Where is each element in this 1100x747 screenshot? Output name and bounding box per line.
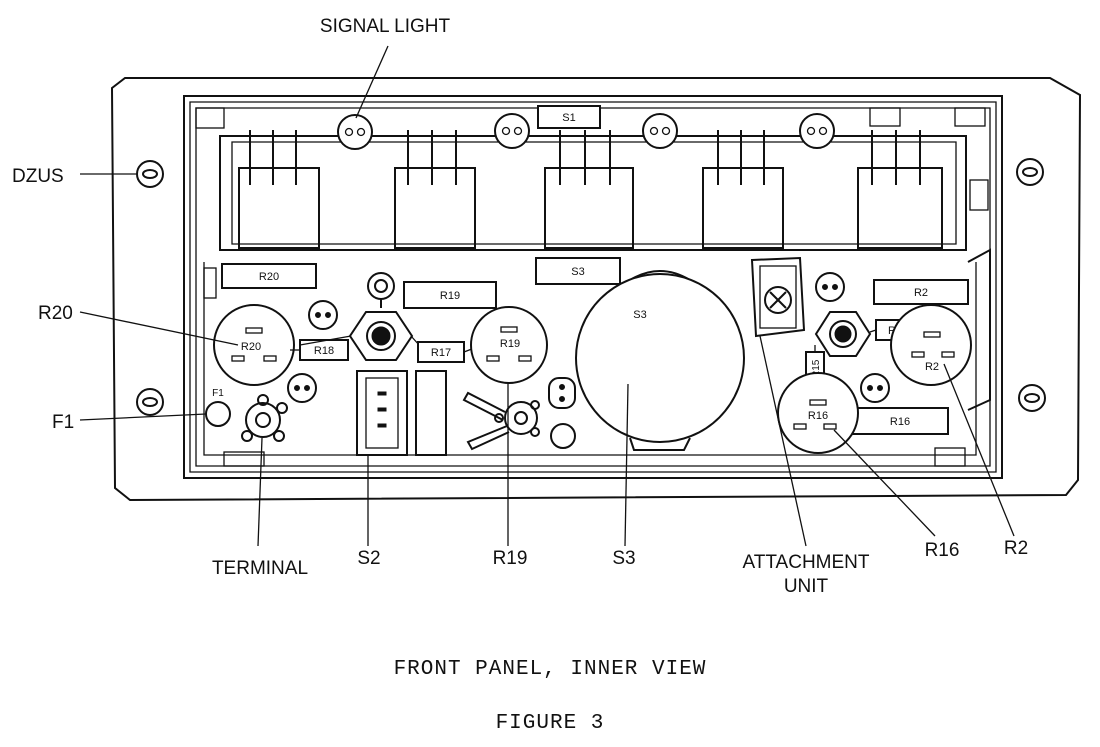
leader-s3: [624, 383, 629, 547]
r18-resistor: R18: [290, 339, 349, 361]
r16-tag: R16: [851, 407, 949, 435]
leader-r20: [79, 311, 239, 346]
twin-socket-1: [308, 300, 338, 330]
indicator-switch-blocks: [238, 130, 943, 249]
leader-terminal: [257, 437, 263, 547]
signal-light-sockets: [337, 113, 835, 150]
leader-r2: [943, 363, 1015, 537]
r16-pot-label: R16: [808, 410, 828, 422]
leader-lines: [79, 45, 1015, 547]
r19-terminal-lug: [462, 391, 540, 451]
r20-tag: R20: [221, 263, 317, 289]
r16-potentiometer: R16: [777, 372, 859, 454]
r19-potentiometer: R19: [470, 306, 548, 384]
callout-r16: R16: [925, 540, 960, 561]
r2-tag-label: R2: [914, 287, 928, 299]
callout-signal-light: SIGNAL LIGHT: [320, 16, 451, 37]
callout-r20: R20: [38, 303, 73, 324]
round-plug: [550, 423, 576, 449]
f1-fuse: F1: [205, 388, 231, 427]
hex-nut-left: [299, 311, 421, 361]
s3-rotary-switch: S3: [575, 270, 745, 451]
callout-s2: S2: [357, 548, 380, 569]
r20-tag-label: R20: [259, 271, 279, 283]
callout-terminal: TERMINAL: [212, 558, 308, 579]
r17-resistor: R17: [417, 341, 491, 363]
dzus-fastener-left-bottom: [136, 388, 164, 416]
r1-hex-nut: [814, 311, 872, 357]
dzus-fastener-left-top: [136, 160, 164, 188]
r18-label: R18: [314, 345, 334, 357]
r17-label: R17: [431, 347, 451, 359]
dzus-fastener-right-bottom: [1018, 384, 1046, 412]
s1-label: S1: [562, 112, 575, 124]
panel-outer-frame: [110, 77, 1082, 502]
leader-attachment-unit: [759, 335, 807, 547]
callout-s3: S3: [612, 548, 635, 569]
r20-potentiometer: R20: [213, 304, 295, 386]
right-bracket: [967, 248, 991, 411]
figure-caption-title: FRONT PANEL, INNER VIEW: [393, 658, 707, 681]
leader-signal-light: [355, 45, 389, 119]
leader-f1: [79, 413, 207, 421]
dzus-fastener-right-top: [1016, 158, 1044, 186]
callout-f1: F1: [52, 412, 74, 433]
r15-label: R15: [811, 359, 822, 378]
signal-light-board: [219, 135, 967, 251]
f1-small-label: F1: [212, 388, 224, 399]
callout-r19: R19: [493, 548, 528, 569]
figure-caption-number: FIGURE 3: [495, 712, 605, 735]
r19-tag-label: R19: [440, 290, 460, 302]
twin-socket-4: [860, 373, 890, 403]
r19-tag: R19: [403, 281, 497, 309]
r19-pot-label: R19: [500, 338, 520, 350]
attachment-unit: [750, 256, 806, 338]
callout-attachment-unit-line1: ATTACHMENT: [742, 552, 869, 573]
s2-switch: [356, 370, 447, 456]
s3-switch-label: S3: [633, 309, 646, 321]
terminal-block: [241, 394, 288, 442]
r2-potentiometer: R2: [890, 304, 972, 386]
r16-tag-label: R16: [890, 416, 910, 428]
r20-pot-label: R20: [241, 341, 261, 353]
r2-pot-label: R2: [925, 361, 939, 373]
twin-socket-2: [287, 373, 317, 403]
callout-dzus: DZUS: [12, 166, 64, 187]
twin-socket-3: [815, 272, 845, 302]
leader-r16: [833, 429, 936, 537]
twin-socket-5: [548, 377, 576, 409]
r2-tag: R2: [873, 279, 969, 305]
s3-tag-label: S3: [571, 266, 584, 278]
terminal-post-upper: [367, 272, 395, 308]
callout-attachment-unit-line2: UNIT: [784, 576, 829, 597]
s1-tag: S1: [537, 105, 601, 129]
callout-r2: R2: [1004, 538, 1028, 559]
s3-tag: S3: [535, 257, 621, 285]
